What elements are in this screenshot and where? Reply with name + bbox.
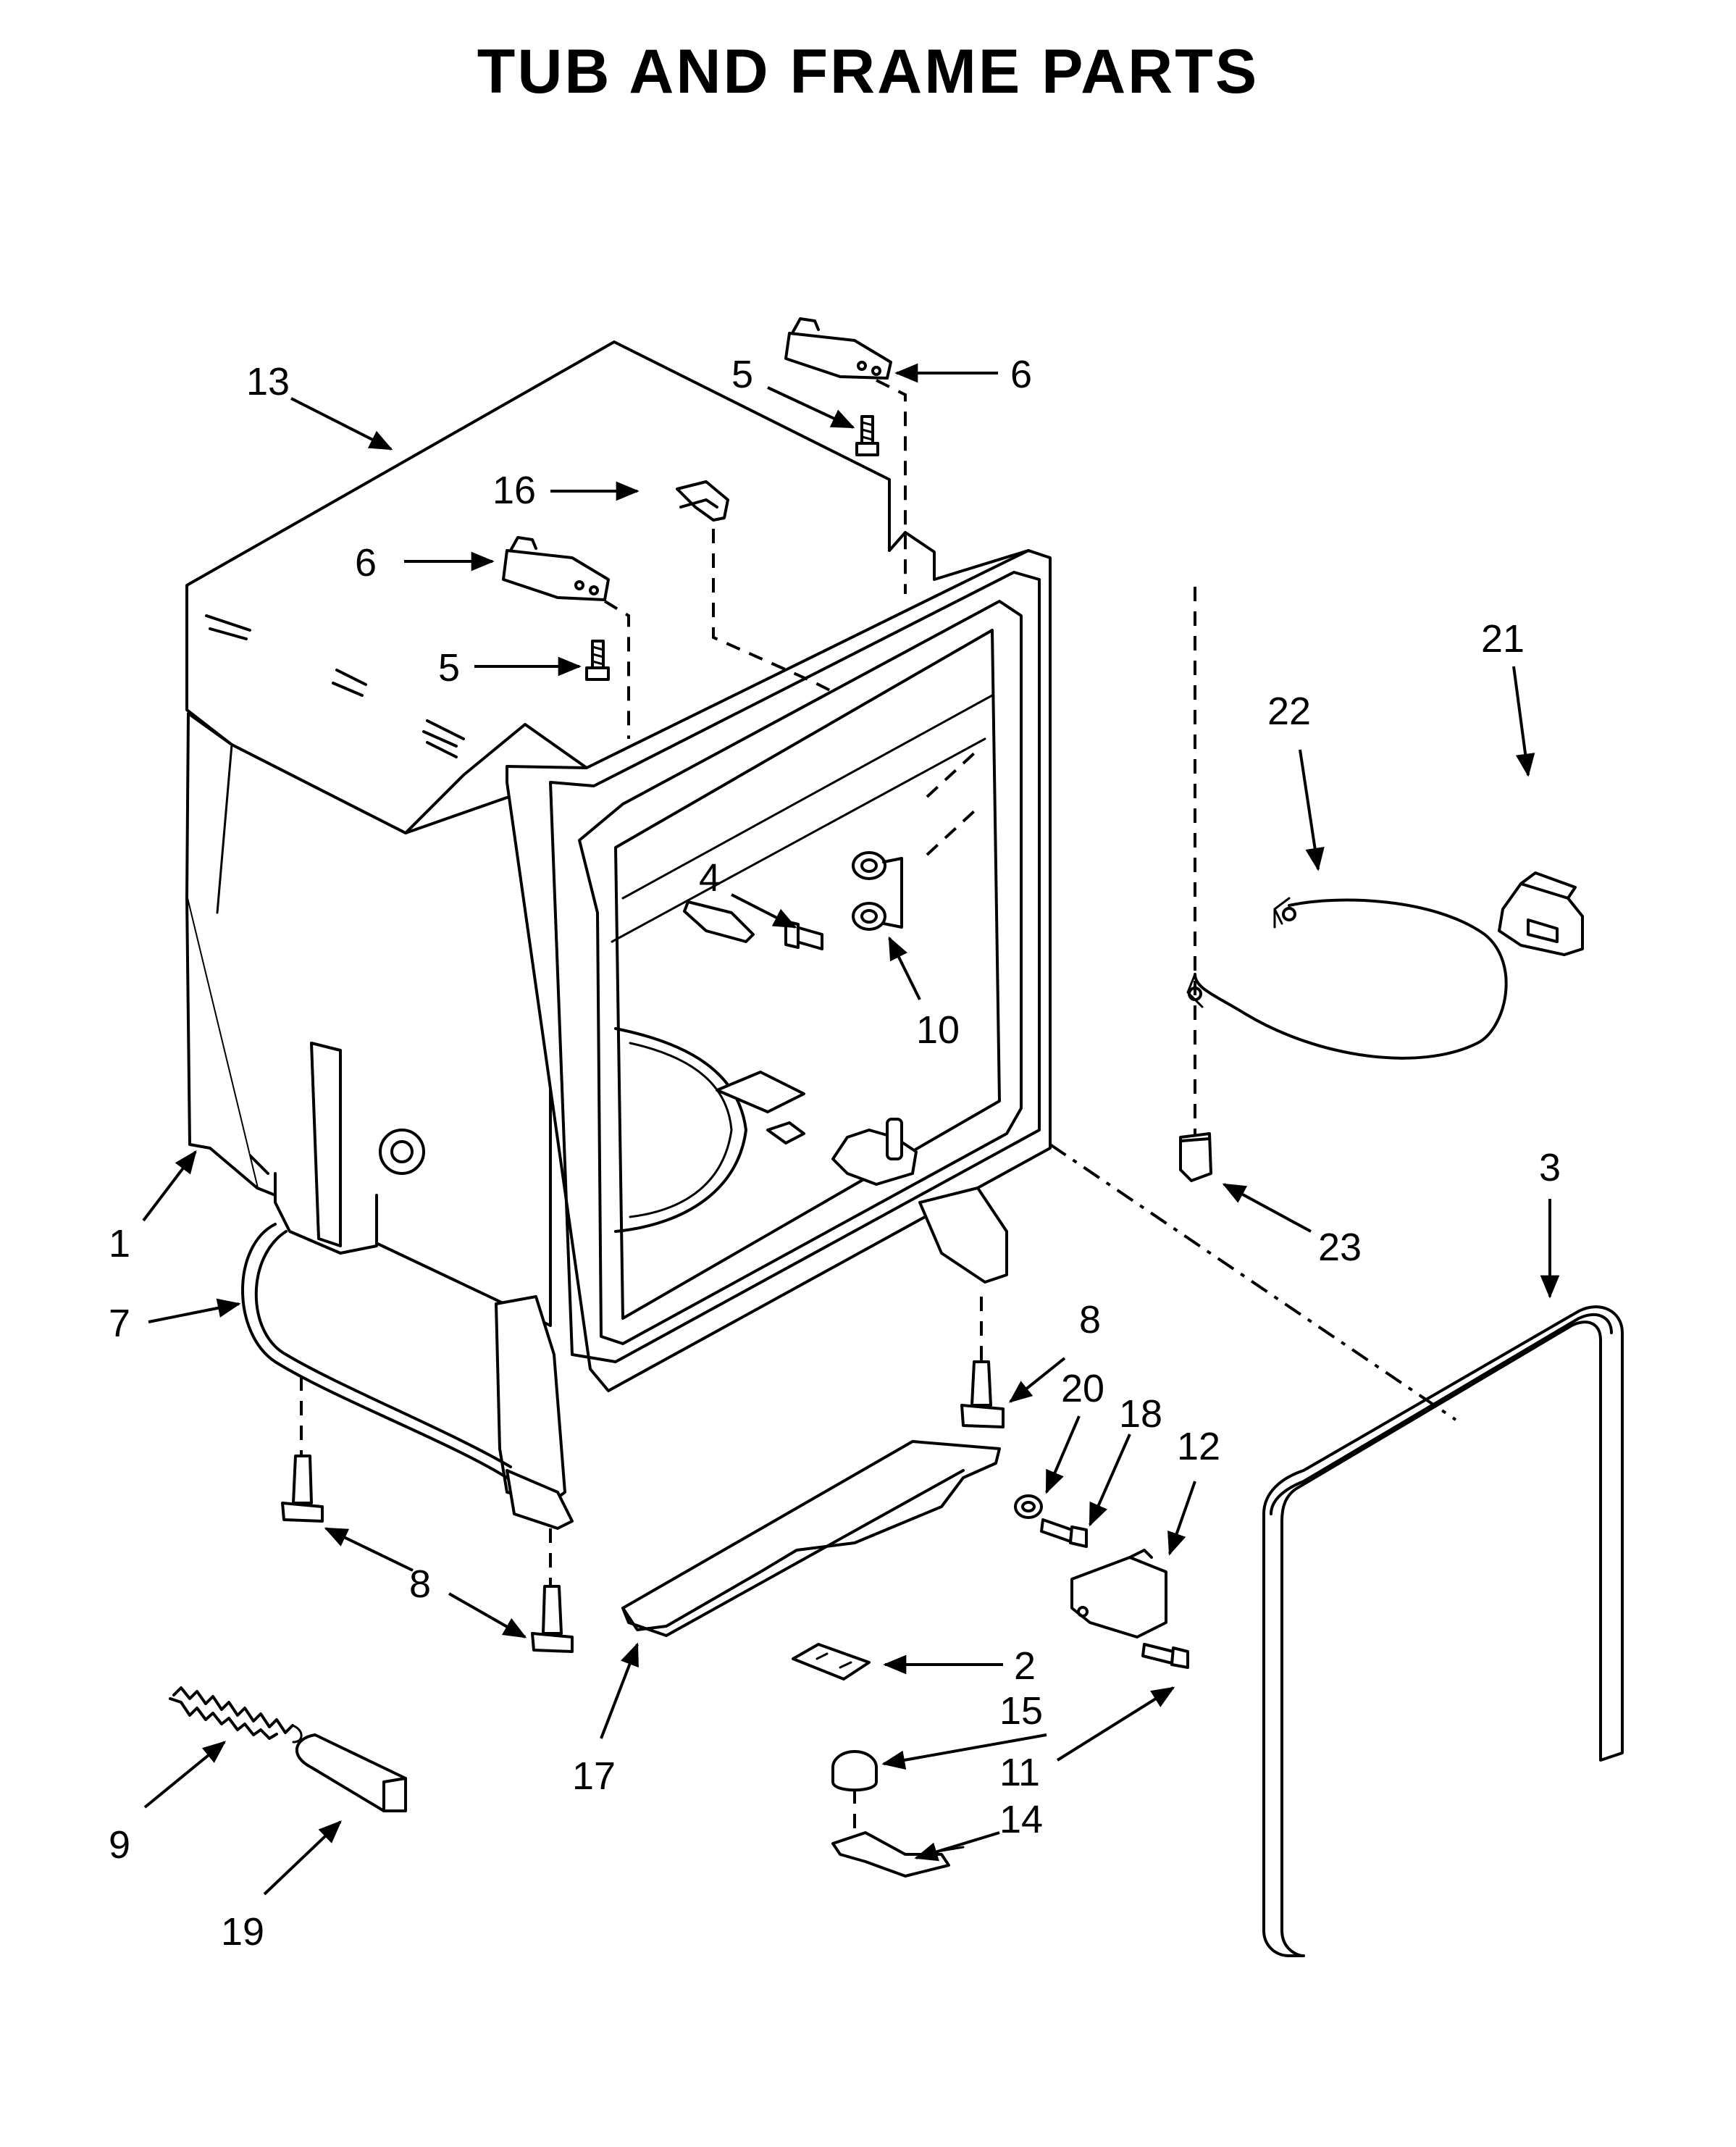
callout-12: 12 bbox=[1177, 1425, 1220, 1468]
callout-7: 7 bbox=[109, 1302, 130, 1345]
part-6-top-hinge-bracket bbox=[784, 317, 892, 380]
callout-8-left: 8 bbox=[409, 1562, 431, 1606]
callout-leaders bbox=[142, 363, 1560, 1896]
assembly-lines bbox=[300, 379, 1457, 1833]
part-20-nut bbox=[1014, 1494, 1043, 1519]
tub-assembly bbox=[185, 340, 1052, 1530]
part-10-rollers bbox=[852, 851, 903, 931]
callout-6-side: 6 bbox=[355, 541, 377, 585]
callout-4: 4 bbox=[699, 856, 721, 900]
callout-14: 14 bbox=[999, 1798, 1043, 1841]
callout-9: 9 bbox=[109, 1823, 130, 1867]
callout-15: 15 bbox=[999, 1689, 1043, 1733]
part-16-clip bbox=[676, 480, 729, 522]
callout-16: 16 bbox=[492, 469, 536, 512]
callout-13: 13 bbox=[246, 360, 290, 403]
callout-20: 20 bbox=[1061, 1367, 1104, 1410]
part-19-pad bbox=[295, 1733, 407, 1812]
callout-5-side: 5 bbox=[438, 646, 460, 690]
part-8-legs bbox=[281, 1360, 1005, 1653]
part-2-clip bbox=[792, 1643, 871, 1681]
part-9-spring bbox=[169, 1686, 303, 1744]
part-5-side-screw bbox=[585, 640, 610, 681]
callout-21: 21 bbox=[1481, 617, 1525, 661]
part-14-sensor-bracket bbox=[831, 1831, 965, 1878]
callout-17: 17 bbox=[572, 1754, 616, 1798]
page-title: TUB AND FRAME PARTS bbox=[477, 37, 1259, 106]
callout-11: 11 bbox=[999, 1751, 1040, 1794]
callout-labels: 13 5 6 16 6 5 4 10 21 22 3 23 1 7 8 8 20… bbox=[109, 353, 1561, 1954]
callout-1: 1 bbox=[109, 1222, 130, 1265]
part-3-door-gasket bbox=[1262, 1305, 1624, 1957]
part-11-screw bbox=[1141, 1643, 1189, 1669]
callout-22: 22 bbox=[1267, 690, 1311, 733]
callout-10: 10 bbox=[916, 1008, 960, 1052]
part-15-sensor bbox=[831, 1750, 878, 1792]
part-5-top-screw bbox=[855, 415, 879, 456]
part-6-side-hinge-bracket bbox=[502, 536, 610, 601]
part-23-connector bbox=[1179, 1132, 1212, 1182]
callout-3: 3 bbox=[1539, 1146, 1561, 1189]
callout-18: 18 bbox=[1119, 1392, 1162, 1436]
callout-5-top: 5 bbox=[731, 353, 753, 396]
part-18-screw bbox=[1040, 1518, 1088, 1548]
callout-19: 19 bbox=[221, 1910, 264, 1954]
part-22-wire-harness bbox=[1186, 897, 1508, 1060]
part-21-bracket bbox=[1498, 871, 1584, 956]
callout-23: 23 bbox=[1318, 1226, 1362, 1269]
callout-8-right: 8 bbox=[1079, 1298, 1101, 1342]
callout-2: 2 bbox=[1014, 1644, 1036, 1688]
part-12-bracket bbox=[1070, 1549, 1167, 1638]
part-17-toe-panel bbox=[621, 1440, 1001, 1637]
callout-6-top: 6 bbox=[1010, 353, 1032, 396]
